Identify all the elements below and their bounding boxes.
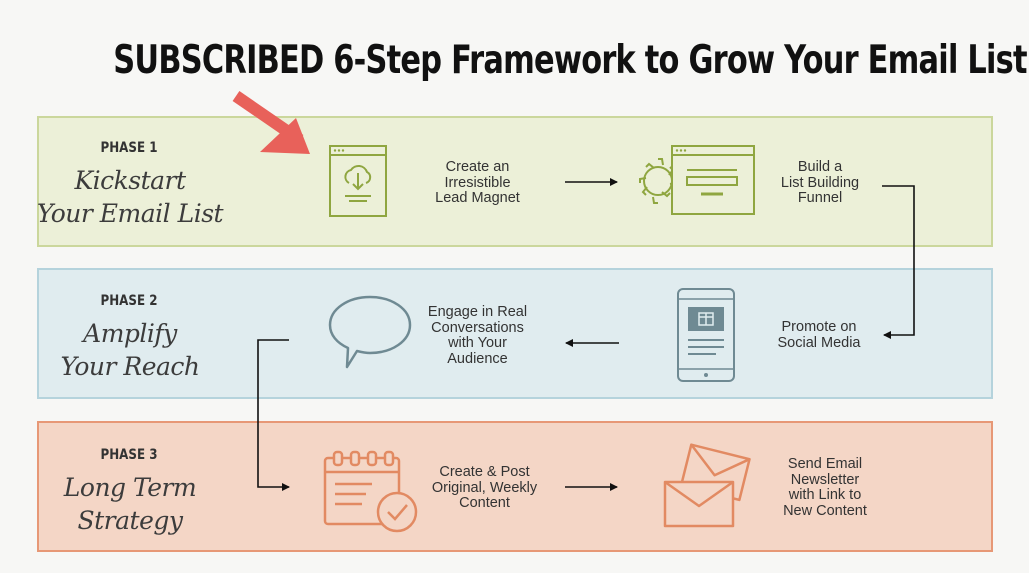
step-content-text: Create & Post Original, Weekly Content <box>431 464 538 511</box>
phase-1-name-line2: Your Email List <box>36 199 224 228</box>
phase-1-label: PHASE 1 <box>100 140 158 156</box>
arrow-step4-to-step5 <box>257 339 290 491</box>
phase-2-name: Amplify Your Reach <box>30 317 230 383</box>
phase-1-name-line1: Kickstart <box>74 166 186 195</box>
phase-1-panel <box>37 116 993 247</box>
step-engage-text: Engage in Real Conversations with Your A… <box>427 304 528 367</box>
phase-3-name: Long Term Strategy <box>30 471 230 537</box>
phase-3-label: PHASE 3 <box>100 447 158 463</box>
step-newsletter-text: Send Email Newsletter with Link to New C… <box>783 456 867 519</box>
phase-2-name-line2: Your Reach <box>60 352 200 381</box>
download-window-icon <box>329 145 387 217</box>
phase-1-name: Kickstart Your Email List <box>30 164 230 230</box>
diagram-title: SUBSCRIBED 6-Step Framework to Grow Your… <box>113 38 1027 83</box>
phone-icon <box>677 288 735 382</box>
phase-3-name-line2: Strategy <box>77 506 184 535</box>
step-promote-text: Promote on Social Media <box>777 319 861 351</box>
step-lead-magnet-text: Create an Irresistible Lead Magnet <box>435 159 520 206</box>
phase-2-label: PHASE 2 <box>100 293 158 309</box>
arrow-step2-to-step3 <box>882 185 915 339</box>
speech-bubble-icon <box>328 295 412 369</box>
phase-2-name-line1: Amplify <box>83 319 177 348</box>
phase-2-panel <box>37 268 993 399</box>
phase-3-panel <box>37 421 993 552</box>
step-funnel-text: Build a List Building Funnel <box>780 159 860 206</box>
phase-3-name-line1: Long Term <box>63 473 197 502</box>
pointer-arrow-icon <box>232 91 310 154</box>
calendar-check-icon <box>323 450 418 533</box>
gear-window-icon <box>639 145 755 215</box>
envelopes-icon <box>663 443 751 528</box>
